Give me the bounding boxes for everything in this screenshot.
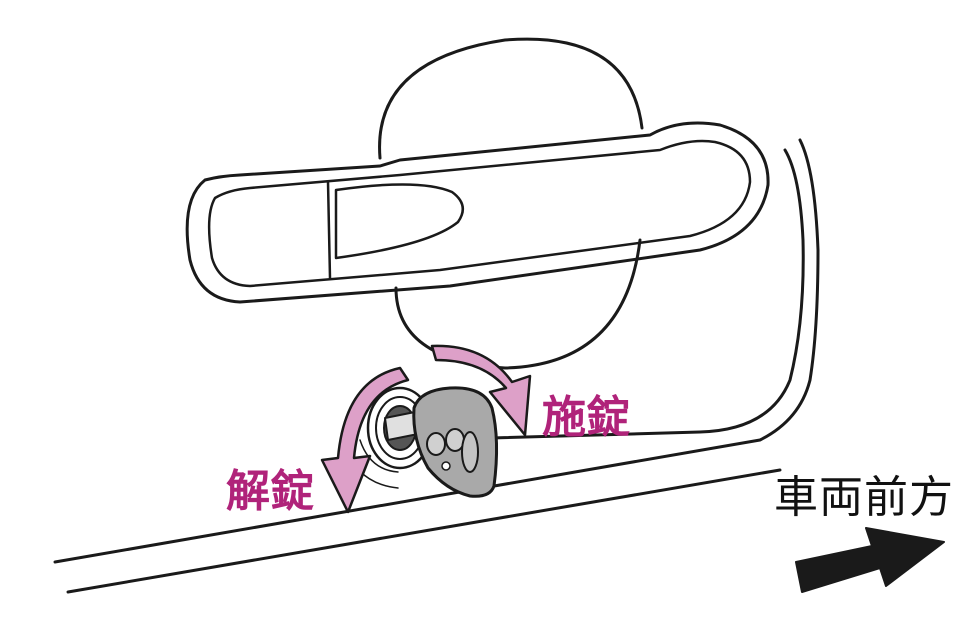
vehicle-front-label: 車両前方 xyxy=(774,472,954,523)
vehicle-front-arrow-icon xyxy=(795,527,945,593)
handle-recess xyxy=(378,37,644,370)
key-icon xyxy=(412,386,499,498)
unlock-label: 解錠 xyxy=(226,466,314,517)
door-handle xyxy=(185,121,770,304)
lock-direction-arrow-icon xyxy=(430,344,532,437)
door-panel-lines xyxy=(53,138,820,594)
lock-label: 施錠 xyxy=(542,392,630,443)
unlock-direction-arrow-icon xyxy=(320,366,410,514)
